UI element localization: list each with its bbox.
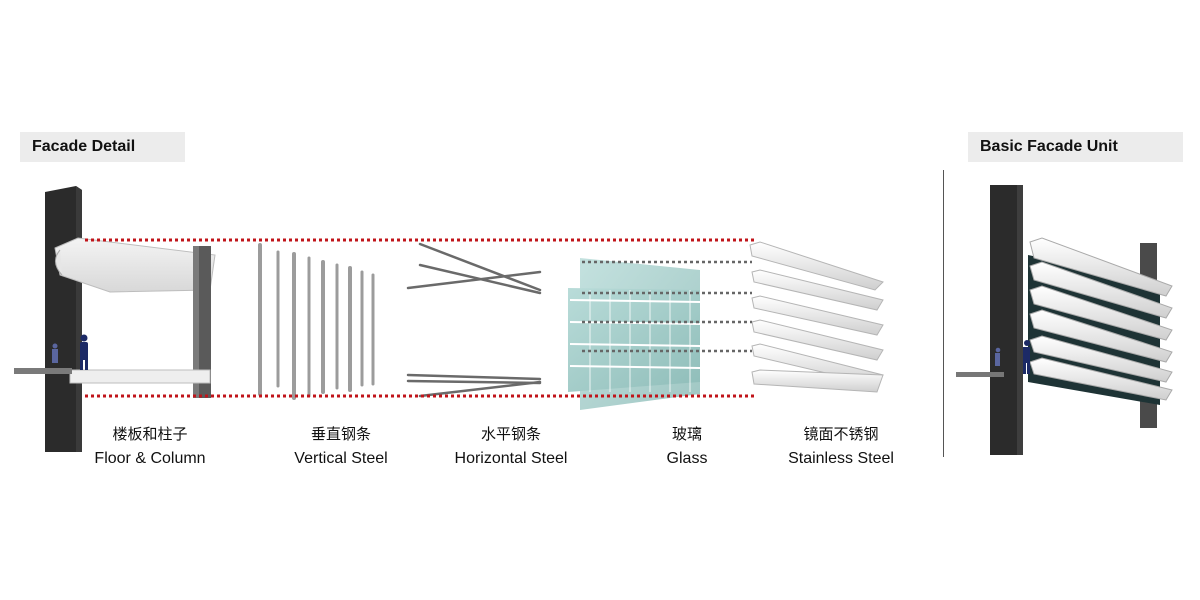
horizontal-steel-model xyxy=(406,242,542,398)
label-vertical-steel-zh: 垂直钢条 xyxy=(310,425,371,443)
label-horizontal-steel-zh: 水平钢条 xyxy=(480,425,541,443)
label-vertical-steel: 垂直钢条 Vertical Steel xyxy=(266,424,416,470)
grey-dotted-connectors xyxy=(582,260,752,353)
basic-facade-unit-model xyxy=(956,185,1173,455)
red-dotted-outline xyxy=(85,238,757,398)
vertical-steel-model xyxy=(258,243,375,400)
stainless-steel-model xyxy=(749,241,884,393)
label-floor-column: 楼板和柱子 Floor & Column xyxy=(75,424,225,470)
glass-model xyxy=(568,258,701,410)
label-glass-zh: 玻璃 xyxy=(671,425,702,443)
label-horizontal-steel: 水平钢条 Horizontal Steel xyxy=(436,424,586,470)
basic-facade-unit-header: Basic Facade Unit xyxy=(968,132,1183,162)
label-vertical-steel-en: Vertical Steel xyxy=(294,450,388,467)
section-divider xyxy=(943,170,944,457)
label-horizontal-steel-en: Horizontal Steel xyxy=(454,450,568,467)
facade-detail-header: Facade Detail xyxy=(20,132,185,162)
label-glass-en: Glass xyxy=(666,450,708,467)
label-stainless-steel-en: Stainless Steel xyxy=(788,450,894,467)
label-floor-column-zh: 楼板和柱子 xyxy=(112,425,188,443)
label-floor-column-en: Floor & Column xyxy=(94,450,206,467)
label-stainless-steel: 镜面不锈钢 Stainless Steel xyxy=(766,424,916,470)
label-stainless-steel-zh: 镜面不锈钢 xyxy=(803,425,879,443)
floor-and-column-model xyxy=(14,186,216,452)
label-glass: 玻璃 Glass xyxy=(612,424,762,470)
